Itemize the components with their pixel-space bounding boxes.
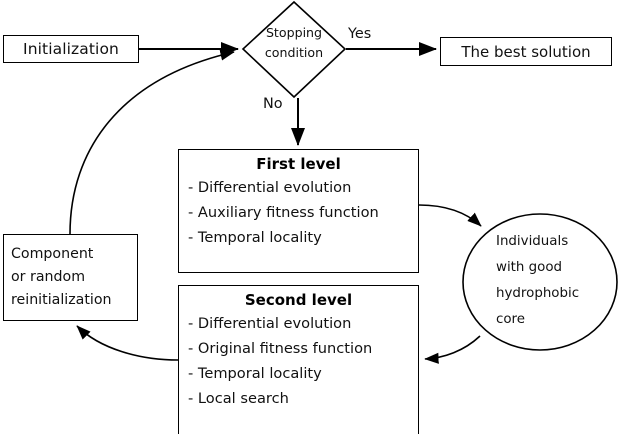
individuals-line-3: hydrophobic <box>496 286 580 302</box>
node-individuals-hydrophobic-core[interactable]: Individuals with good hydrophobic core <box>463 213 618 351</box>
decision-line-1: Stopping <box>265 25 323 40</box>
edge-label-no: No <box>263 96 283 112</box>
node-second-level[interactable]: Second level - Differential evolution - … <box>178 285 419 434</box>
first-level-item: - Auxiliary fitness function <box>188 204 379 222</box>
node-first-level[interactable]: First level - Differential evolution - A… <box>178 149 419 273</box>
edge-individuals-to-second-level <box>424 335 481 364</box>
second-level-item: - Local search <box>188 390 289 408</box>
node-best-solution[interactable]: The best solution <box>440 37 612 66</box>
node-initialization[interactable]: Initialization <box>3 35 139 63</box>
edge-first-level-to-individuals <box>418 204 482 227</box>
component-line-3: reinitialization <box>11 292 112 308</box>
individuals-line-2: with good <box>496 260 563 276</box>
second-level-item: - Temporal locality <box>188 365 322 383</box>
node-stopping-condition[interactable]: Stopping condition <box>242 1 346 98</box>
decision-line-2: condition <box>264 44 324 60</box>
first-level-title: First level <box>256 155 341 173</box>
component-line-2: or random <box>11 269 86 285</box>
edge-second-level-to-component <box>76 325 179 361</box>
second-level-item: - Original fitness function <box>188 340 373 358</box>
node-stopping-condition-text: Stopping condition <box>242 23 346 62</box>
second-level-item: - Differential evolution <box>188 315 352 332</box>
individuals-ellipse-shape <box>462 213 618 351</box>
node-initialization-label: Initialization <box>23 40 119 58</box>
node-best-solution-label: The best solution <box>461 42 591 61</box>
first-level-item: - Differential evolution <box>188 179 352 196</box>
edge-component-to-decision <box>69 49 235 235</box>
edge-label-yes: Yes <box>348 26 372 42</box>
first-level-item: - Temporal locality <box>188 229 322 247</box>
decision-diamond-shape <box>241 0 347 99</box>
node-individuals-text: Individuals with good hydrophobic core <box>496 229 608 334</box>
second-level-title: Second level <box>244 291 353 309</box>
individuals-line-1: Individuals <box>496 234 569 249</box>
individuals-line-4: core <box>496 312 526 328</box>
node-component-reinitialization[interactable]: Component or random reinitialization <box>3 234 138 321</box>
component-line-1: Component <box>11 246 94 262</box>
